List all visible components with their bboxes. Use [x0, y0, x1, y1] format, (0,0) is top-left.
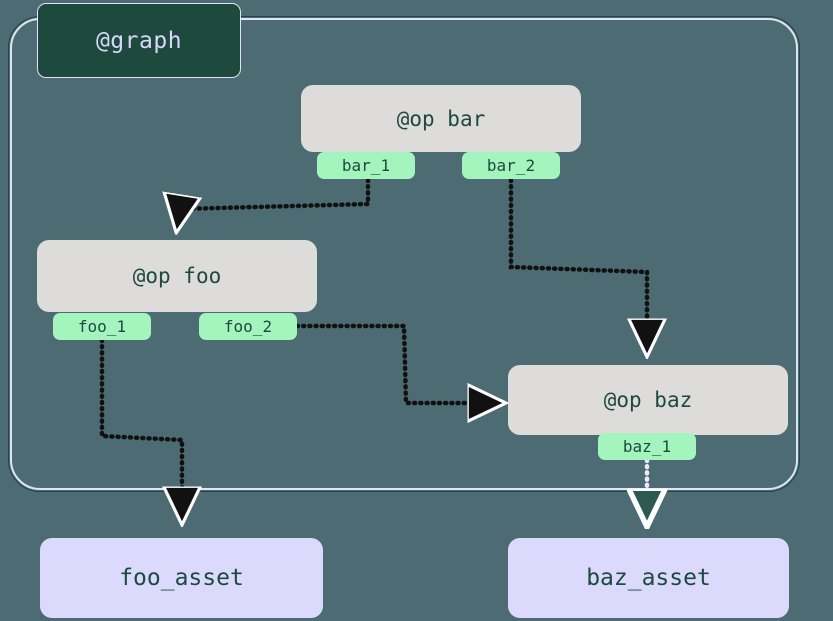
port-foo-2[interactable]: foo_2	[199, 313, 297, 340]
asset-node-foo-asset[interactable]: foo_asset	[40, 538, 323, 618]
port-bar-1[interactable]: bar_1	[317, 152, 415, 179]
asset-foo-label: foo_asset	[119, 565, 244, 591]
port-baz-1[interactable]: baz_1	[598, 433, 696, 460]
op-node-foo[interactable]: @op foo	[37, 240, 317, 312]
port-bar-2-label: bar_2	[486, 156, 536, 175]
op-foo-body: @op foo	[37, 240, 317, 312]
port-foo-1[interactable]: foo_1	[53, 313, 151, 340]
port-foo-1-label: foo_1	[77, 317, 127, 336]
asset-node-baz-asset[interactable]: baz_asset	[508, 538, 789, 618]
port-bar-1-label: bar_1	[341, 156, 391, 175]
op-node-baz[interactable]: @op baz	[508, 365, 788, 435]
asset-baz-label: baz_asset	[586, 565, 711, 591]
op-node-bar[interactable]: @op bar	[301, 85, 581, 152]
graph-label-badge[interactable]: @graph	[37, 3, 241, 78]
port-bar-2[interactable]: bar_2	[462, 152, 560, 179]
op-bar-body: @op bar	[301, 85, 581, 152]
op-baz-body: @op baz	[508, 365, 788, 435]
graph-label-text: @graph	[95, 27, 183, 54]
port-foo-2-label: foo_2	[223, 317, 273, 336]
op-foo-label: @op foo	[132, 264, 222, 288]
op-baz-label: @op baz	[603, 388, 693, 412]
op-bar-label: @op bar	[396, 106, 486, 131]
port-baz-1-label: baz_1	[622, 437, 672, 456]
graph-container-boundary	[8, 16, 800, 492]
